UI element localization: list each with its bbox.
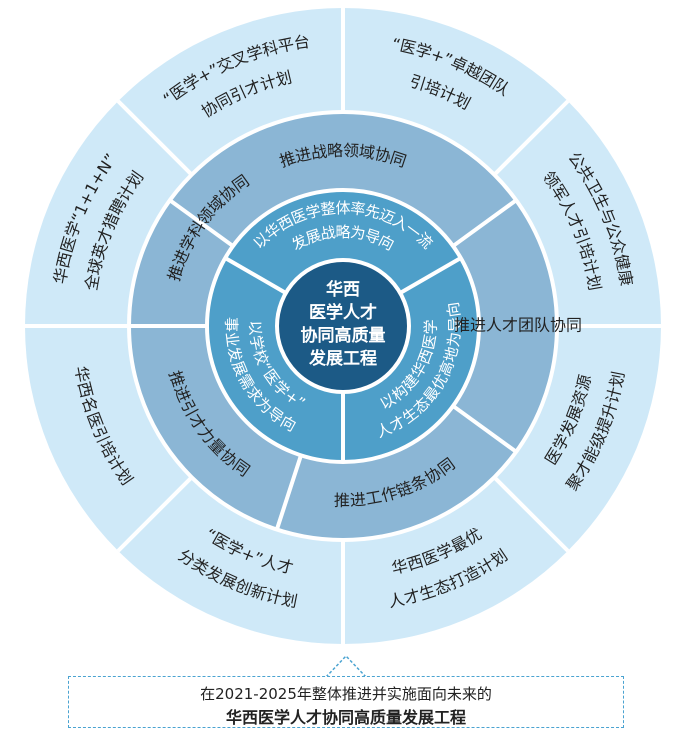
ring-dividers: [25, 8, 661, 644]
outer-divider: [116, 475, 194, 553]
center-title-line: 华西: [326, 279, 360, 300]
middle-divider: [168, 198, 235, 248]
caption-line-1: 在2021-2025年整体推进并实施面向未来的: [200, 685, 492, 703]
middle-divider: [451, 198, 518, 248]
outer-divider: [492, 99, 570, 177]
caption-pointer: [325, 654, 367, 678]
middle-divider: [451, 404, 518, 454]
center-title-line: 医学人才: [309, 302, 377, 323]
middle-divider: [274, 454, 303, 531]
caption-box: 在2021-2025年整体推进并实施面向未来的 华西医学人才协同高质量发展工程: [68, 676, 624, 728]
inner-divider: [224, 256, 287, 295]
center-title-line: 协同高质量: [301, 325, 386, 346]
caption-line-2: 华西医学人才协同高质量发展工程: [225, 708, 466, 727]
outer-divider: [116, 99, 194, 177]
outer-divider: [492, 475, 570, 553]
inner-divider: [399, 256, 462, 295]
center-title-line: 发展工程: [308, 348, 377, 369]
middle-ring-label: 推进人才团队协同: [454, 316, 582, 335]
